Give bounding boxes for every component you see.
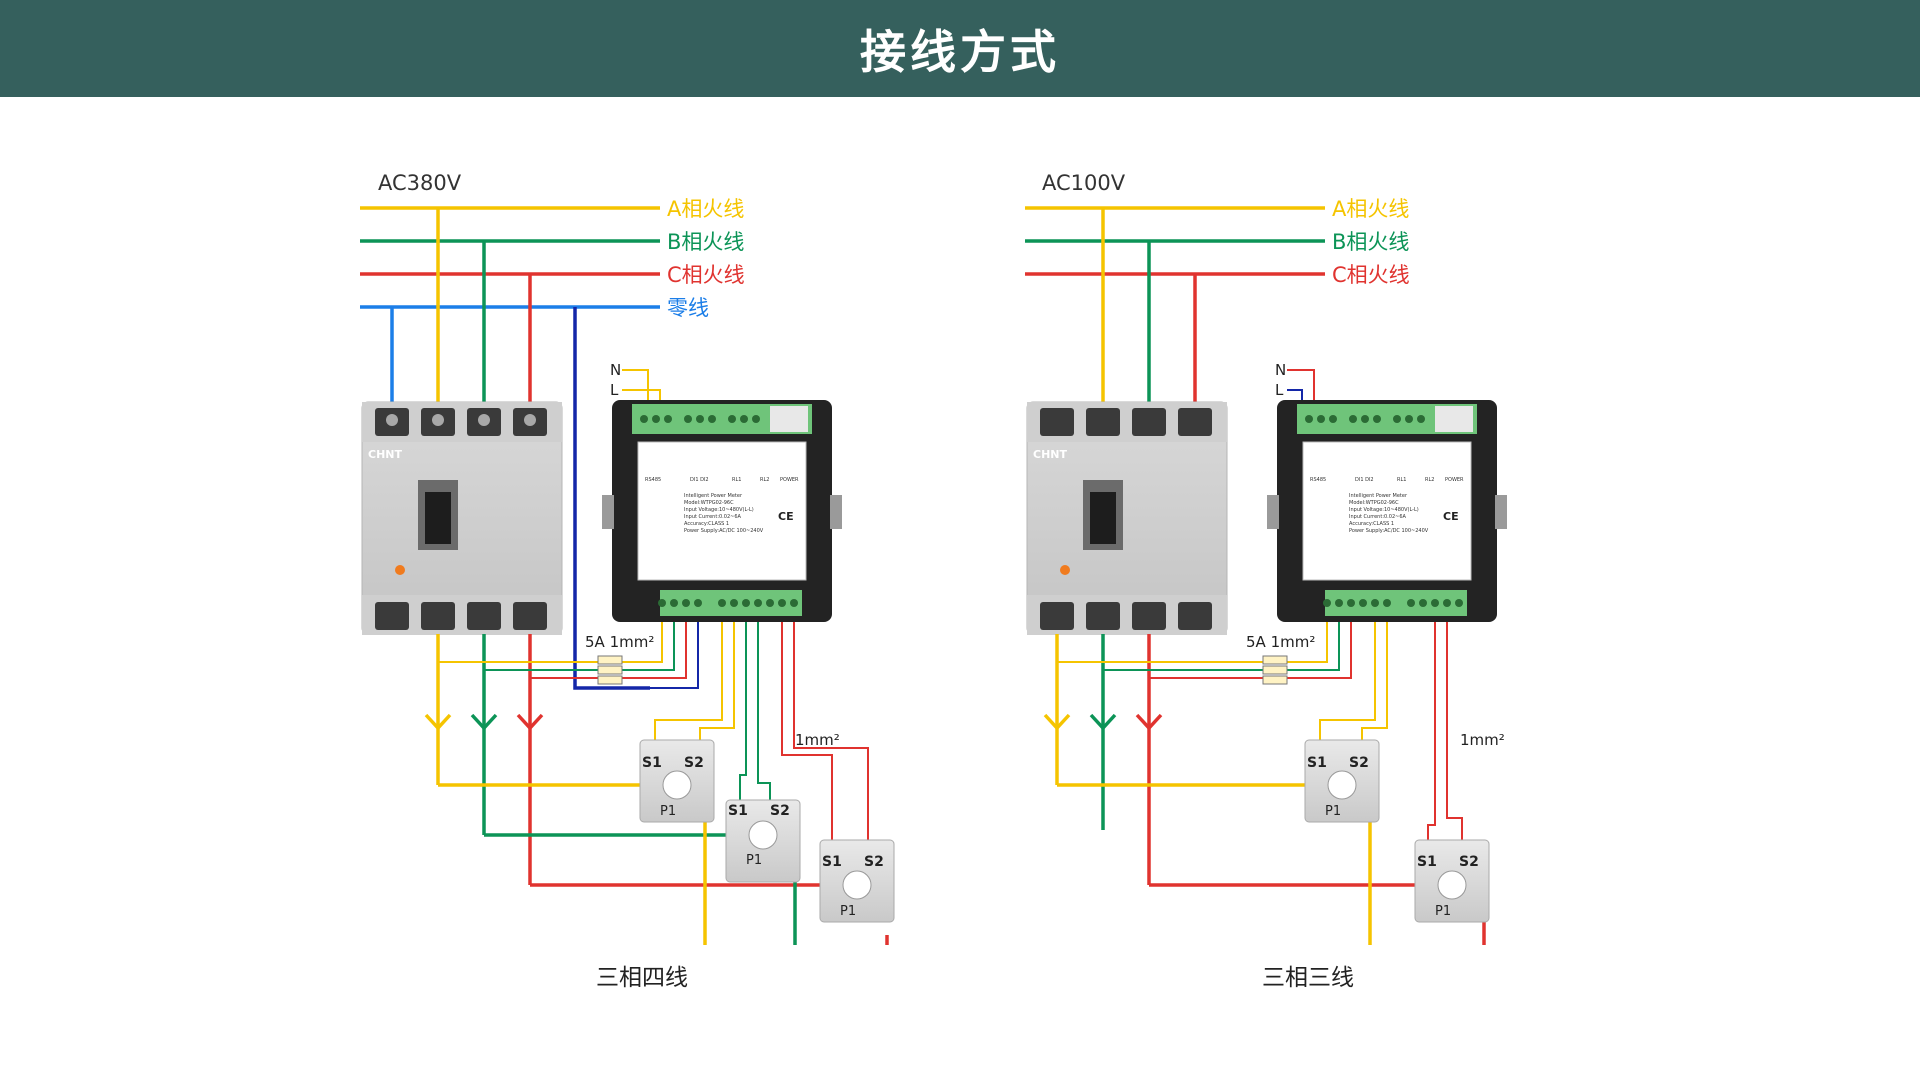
voltage-label: AC100V xyxy=(1042,171,1126,195)
meter-model-line-1: Intelligent Power Meter xyxy=(684,493,743,499)
n-label: N xyxy=(1275,361,1286,379)
three-phase-four-wire-diagram: AC380V A相火线 B相火线 C相火线 零线 xyxy=(360,171,895,991)
meter-group-rl2: RL2 xyxy=(760,477,769,483)
voltage-sense-wires xyxy=(1057,369,1463,840)
phase-b-label: B相火线 xyxy=(667,230,744,254)
meter-model-line-2: Model:WTPG02-96C xyxy=(684,500,734,506)
neutral-label: 零线 xyxy=(667,296,709,320)
fuse-label: 5A 1mm² xyxy=(1246,633,1315,651)
fuse-block xyxy=(597,655,623,685)
voltage-sense-wires xyxy=(438,369,869,840)
meter-group-rl1: RL1 xyxy=(732,477,741,483)
n-label: N xyxy=(610,361,621,379)
ce-mark: CE xyxy=(1443,510,1459,523)
meter-model-line-4: Input Current:0.02~6A xyxy=(1349,514,1407,520)
wire-label: 1mm² xyxy=(1460,731,1505,749)
ct-s2-label: S2 xyxy=(864,854,884,870)
power-meter: RS485 DI1 DI2 RL1 RL2 POWER Intelligent … xyxy=(1267,400,1507,622)
breaker-input-wires xyxy=(1101,208,1197,420)
breaker-output-wires xyxy=(1043,634,1486,945)
meter-group-rs485: RS485 xyxy=(1310,477,1326,483)
meter-group-rs485: RS485 xyxy=(645,477,661,483)
ct-s2-label: S2 xyxy=(770,803,790,819)
phase-c-label: C相火线 xyxy=(1332,263,1410,287)
phase-c-label: C相火线 xyxy=(667,263,745,287)
wire-label: 1mm² xyxy=(795,731,840,749)
diagram-caption: 三相三线 xyxy=(1262,965,1354,991)
page-header: 接线方式 xyxy=(0,0,1920,97)
breaker-input-wires xyxy=(390,208,650,690)
voltage-label: AC380V xyxy=(378,171,462,195)
l-label: L xyxy=(1275,381,1284,399)
phase-a-label: A相火线 xyxy=(1332,197,1409,221)
ct-p1-label: P1 xyxy=(746,853,762,868)
power-meter: RS485 DI1 DI2 RL1 RL2 POWER Intelligent … xyxy=(602,400,842,622)
meter-model-line-4: Input Current:0.02~6A xyxy=(684,514,742,520)
page-title: 接线方式 xyxy=(860,24,1060,79)
meter-group-di: DI1 DI2 xyxy=(690,477,709,483)
ct-s1-label: S1 xyxy=(822,854,842,870)
fuse-block xyxy=(1262,655,1288,685)
ct-phase-a: S1 S2 P1 xyxy=(1304,739,1380,823)
meter-model-line-1: Intelligent Power Meter xyxy=(1349,493,1408,499)
meter-model-line-6: Power Supply:AC/DC 100~240V xyxy=(1349,528,1429,534)
meter-group-rl1: RL1 xyxy=(1397,477,1406,483)
wiring-diagram: AC380V A相火线 B相火线 C相火线 零线 xyxy=(360,171,1507,991)
meter-group-power: POWER xyxy=(1445,477,1464,483)
three-phase-three-wire-diagram: AC100V A相火线 B相火线 C相火线 CHNT xyxy=(1025,171,1507,991)
ct-s2-label: S2 xyxy=(1459,854,1479,870)
ct-p1-label: P1 xyxy=(660,804,676,819)
diagram-caption: 三相四线 xyxy=(596,965,688,991)
meter-model-line-3: Input Voltage:10~480V(L-L) xyxy=(1349,507,1419,513)
ce-mark: CE xyxy=(778,510,794,523)
meter-group-power: POWER xyxy=(780,477,799,483)
ct-s1-label: S1 xyxy=(1417,854,1437,870)
phase-b-label: B相火线 xyxy=(1332,230,1409,254)
meter-group-di: DI1 DI2 xyxy=(1355,477,1374,483)
meter-model-line-5: Accuracy:CLASS 1 xyxy=(684,521,729,527)
ct-phase-a: S1 S2 P1 xyxy=(639,739,715,823)
breaker-brand: CHNT xyxy=(1033,448,1067,461)
ct-p1-label: P1 xyxy=(1435,904,1451,919)
meter-group-rl2: RL2 xyxy=(1425,477,1434,483)
circuit-breaker: CHNT xyxy=(361,401,563,635)
ct-phase-b: S1 S2 P1 xyxy=(725,799,801,883)
bus-lines xyxy=(360,206,660,309)
fuse-label: 5A 1mm² xyxy=(585,633,654,651)
ct-s1-label: S1 xyxy=(1307,755,1327,771)
ct-s2-label: S2 xyxy=(684,755,704,771)
circuit-breaker: CHNT xyxy=(1026,401,1228,635)
meter-model-line-2: Model:WTPG02-96C xyxy=(1349,500,1399,506)
ct-phase-c: S1 S2 P1 xyxy=(819,839,895,923)
ct-p1-label: P1 xyxy=(1325,804,1341,819)
ct-s1-label: S1 xyxy=(728,803,748,819)
breaker-brand: CHNT xyxy=(368,448,402,461)
ct-s2-label: S2 xyxy=(1349,755,1369,771)
meter-model-line-3: Input Voltage:10~480V(L-L) xyxy=(684,507,754,513)
ct-s1-label: S1 xyxy=(642,755,662,771)
meter-model-line-5: Accuracy:CLASS 1 xyxy=(1349,521,1394,527)
ct-p1-label: P1 xyxy=(840,904,856,919)
phase-a-label: A相火线 xyxy=(667,197,744,221)
meter-model-line-6: Power Supply:AC/DC 100~240V xyxy=(684,528,764,534)
ct-phase-c: S1 S2 P1 xyxy=(1414,839,1490,923)
bus-lines xyxy=(1025,206,1325,276)
l-label: L xyxy=(610,381,619,399)
